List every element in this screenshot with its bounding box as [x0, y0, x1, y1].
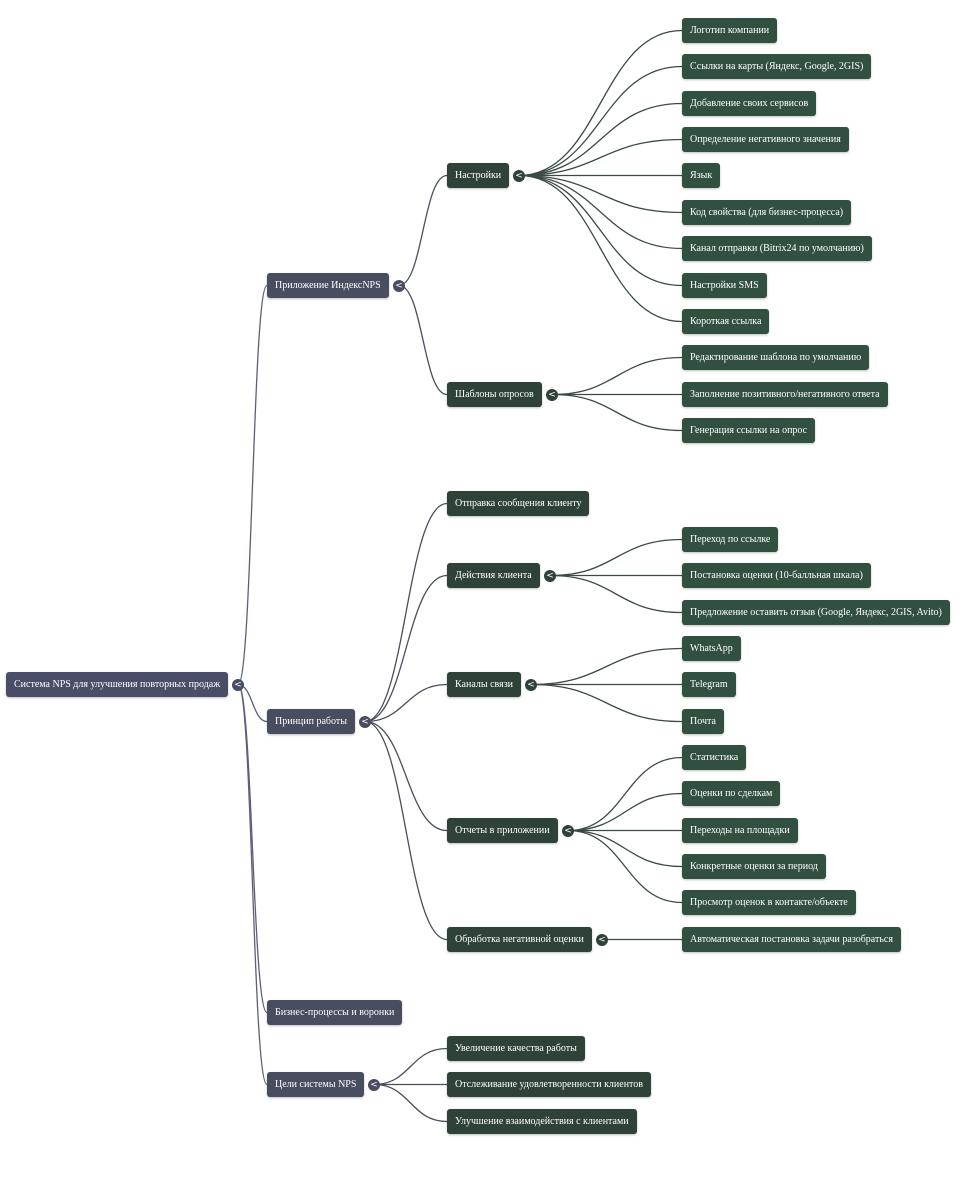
link-line — [567, 829, 683, 868]
link-line — [551, 356, 683, 396]
node-l3-0-1-2[interactable]: Генерация ссылки на опрос — [682, 417, 816, 443]
node-l3-0-1-1[interactable]: Заполнение позитивного/негативного ответ… — [682, 381, 888, 407]
link-line — [518, 29, 683, 177]
root-node[interactable]: Система NPS для улучшения повторных прод… — [6, 672, 229, 698]
link-line — [364, 502, 448, 723]
collapse-icon[interactable]: < — [513, 169, 525, 182]
node-l3-1-1-0[interactable]: Переход по ссылке — [682, 526, 779, 552]
node-l2-1-1[interactable]: Действия клиента — [447, 563, 540, 589]
link-line — [237, 683, 268, 723]
link-line — [518, 174, 683, 323]
node-l3-1-4-0[interactable]: Автоматическая постановка задачи разобра… — [682, 926, 901, 952]
link-line — [364, 683, 448, 723]
link-line — [398, 174, 448, 287]
link-line — [518, 102, 683, 177]
node-l3-1-2-1[interactable]: Telegram — [682, 672, 736, 698]
node-l3-0-0-5[interactable]: Код свойства (для бизнес-процесса) — [682, 199, 852, 225]
node-l2-1-0[interactable]: Отправка сообщения клиенту — [447, 490, 590, 516]
link-line — [549, 538, 683, 577]
link-line — [518, 138, 683, 177]
collapse-icon[interactable]: < — [596, 933, 608, 946]
link-line — [518, 65, 683, 177]
node-l3-0-0-6[interactable]: Канал отправки (Bitrix24 по умолчанию) — [682, 236, 872, 262]
link-line — [237, 683, 268, 1086]
link-line — [567, 829, 683, 904]
node-l3-0-0-2[interactable]: Добавление своих сервисов — [682, 90, 817, 116]
node-l2-0-1[interactable]: Шаблоны опросов — [447, 381, 542, 407]
node-l3-1-1-2[interactable]: Предложение оставить отзыв (Google, Янде… — [682, 599, 950, 625]
link-line — [518, 174, 683, 214]
node-l2-0-0[interactable]: Настройки — [447, 163, 510, 189]
link-line — [518, 174, 683, 287]
node-l3-1-3-1[interactable]: Оценки по сделкам — [682, 781, 781, 807]
node-l3-0-0-7[interactable]: Настройки SMS — [682, 272, 767, 298]
collapse-icon[interactable]: < — [359, 715, 371, 728]
node-l2-3-0[interactable]: Увеличение качества работы — [447, 1035, 585, 1061]
node-l3-1-3-2[interactable]: Переходы на площадки — [682, 817, 798, 843]
node-l2-3-2[interactable]: Улучшение взаимодействия с клиентами — [447, 1108, 637, 1134]
link-line — [567, 756, 683, 832]
link-line — [549, 574, 683, 614]
node-l2-1-3[interactable]: Отчеты в приложении — [447, 817, 558, 843]
node-l3-1-3-4[interactable]: Просмотр оценок в контакте/объекте — [682, 890, 856, 916]
link-line — [530, 683, 683, 723]
node-l1-3[interactable]: Цели системы NPS — [267, 1072, 365, 1098]
link-line — [364, 574, 448, 723]
link-line — [364, 720, 448, 832]
collapse-icon[interactable]: < — [544, 569, 556, 582]
node-l3-1-3-3[interactable]: Конкретные оценки за период — [682, 854, 826, 880]
link-line — [567, 792, 683, 832]
link-line — [373, 1047, 448, 1086]
link-line — [530, 647, 683, 686]
node-l3-1-2-0[interactable]: WhatsApp — [682, 636, 741, 661]
node-l2-1-4[interactable]: Обработка негативной оценки — [447, 926, 592, 952]
node-l1-1[interactable]: Принцип работы — [267, 708, 355, 734]
node-l3-1-3-0[interactable]: Статистика — [682, 745, 747, 770]
node-l3-0-0-0[interactable]: Логотип компании — [682, 18, 778, 43]
link-line — [373, 1083, 448, 1123]
link-line — [551, 393, 683, 432]
node-l3-1-1-1[interactable]: Постановка оценки (10-балльная шкала) — [682, 563, 871, 589]
mindmap-links — [237, 29, 683, 1123]
node-l2-3-1[interactable]: Отслеживание удовлетворенности клиентов — [447, 1072, 652, 1098]
link-line — [237, 683, 268, 1014]
node-l3-1-2-2[interactable]: Почта — [682, 708, 724, 734]
collapse-icon[interactable]: < — [525, 678, 537, 691]
collapse-icon[interactable]: < — [546, 388, 558, 401]
collapse-icon[interactable]: < — [232, 678, 244, 691]
node-l3-0-1-0[interactable]: Редактирование шаблона по умолчанию — [682, 345, 870, 371]
node-l3-0-0-3[interactable]: Определение негативного значения — [682, 127, 849, 153]
node-l2-1-2[interactable]: Каналы связи — [447, 672, 521, 698]
link-line — [518, 174, 683, 250]
collapse-icon[interactable]: < — [562, 824, 574, 837]
collapse-icon[interactable]: < — [393, 279, 405, 292]
link-line — [398, 284, 448, 396]
node-l3-0-0-1[interactable]: Ссылки на карты (Яндекс, Google, 2GIS) — [682, 54, 872, 80]
node-l3-0-0-8[interactable]: Короткая ссылка — [682, 308, 770, 334]
collapse-icon[interactable]: < — [368, 1078, 380, 1091]
node-l1-2[interactable]: Бизнес-процессы и воронки — [267, 999, 403, 1025]
node-l1-0[interactable]: Приложение ИндексNPS — [267, 272, 389, 298]
link-line — [364, 720, 448, 941]
link-line — [237, 284, 268, 686]
node-l3-0-0-4[interactable]: Язык — [682, 163, 721, 189]
